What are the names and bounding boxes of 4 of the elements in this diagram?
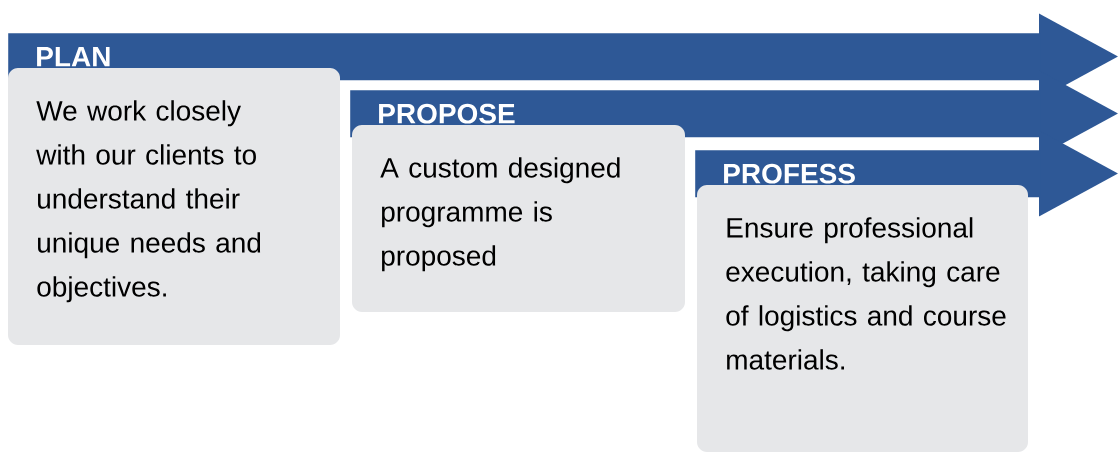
text-card: A custom designed programme is proposed	[352, 125, 685, 312]
text-card: Ensure professional execution, taking care of logistics and course materials.	[697, 185, 1028, 452]
arrow-band: PLAN	[8, 13, 1118, 100]
text-card: We work closely with our clients to understand their unique needs and objectives.	[8, 68, 340, 345]
